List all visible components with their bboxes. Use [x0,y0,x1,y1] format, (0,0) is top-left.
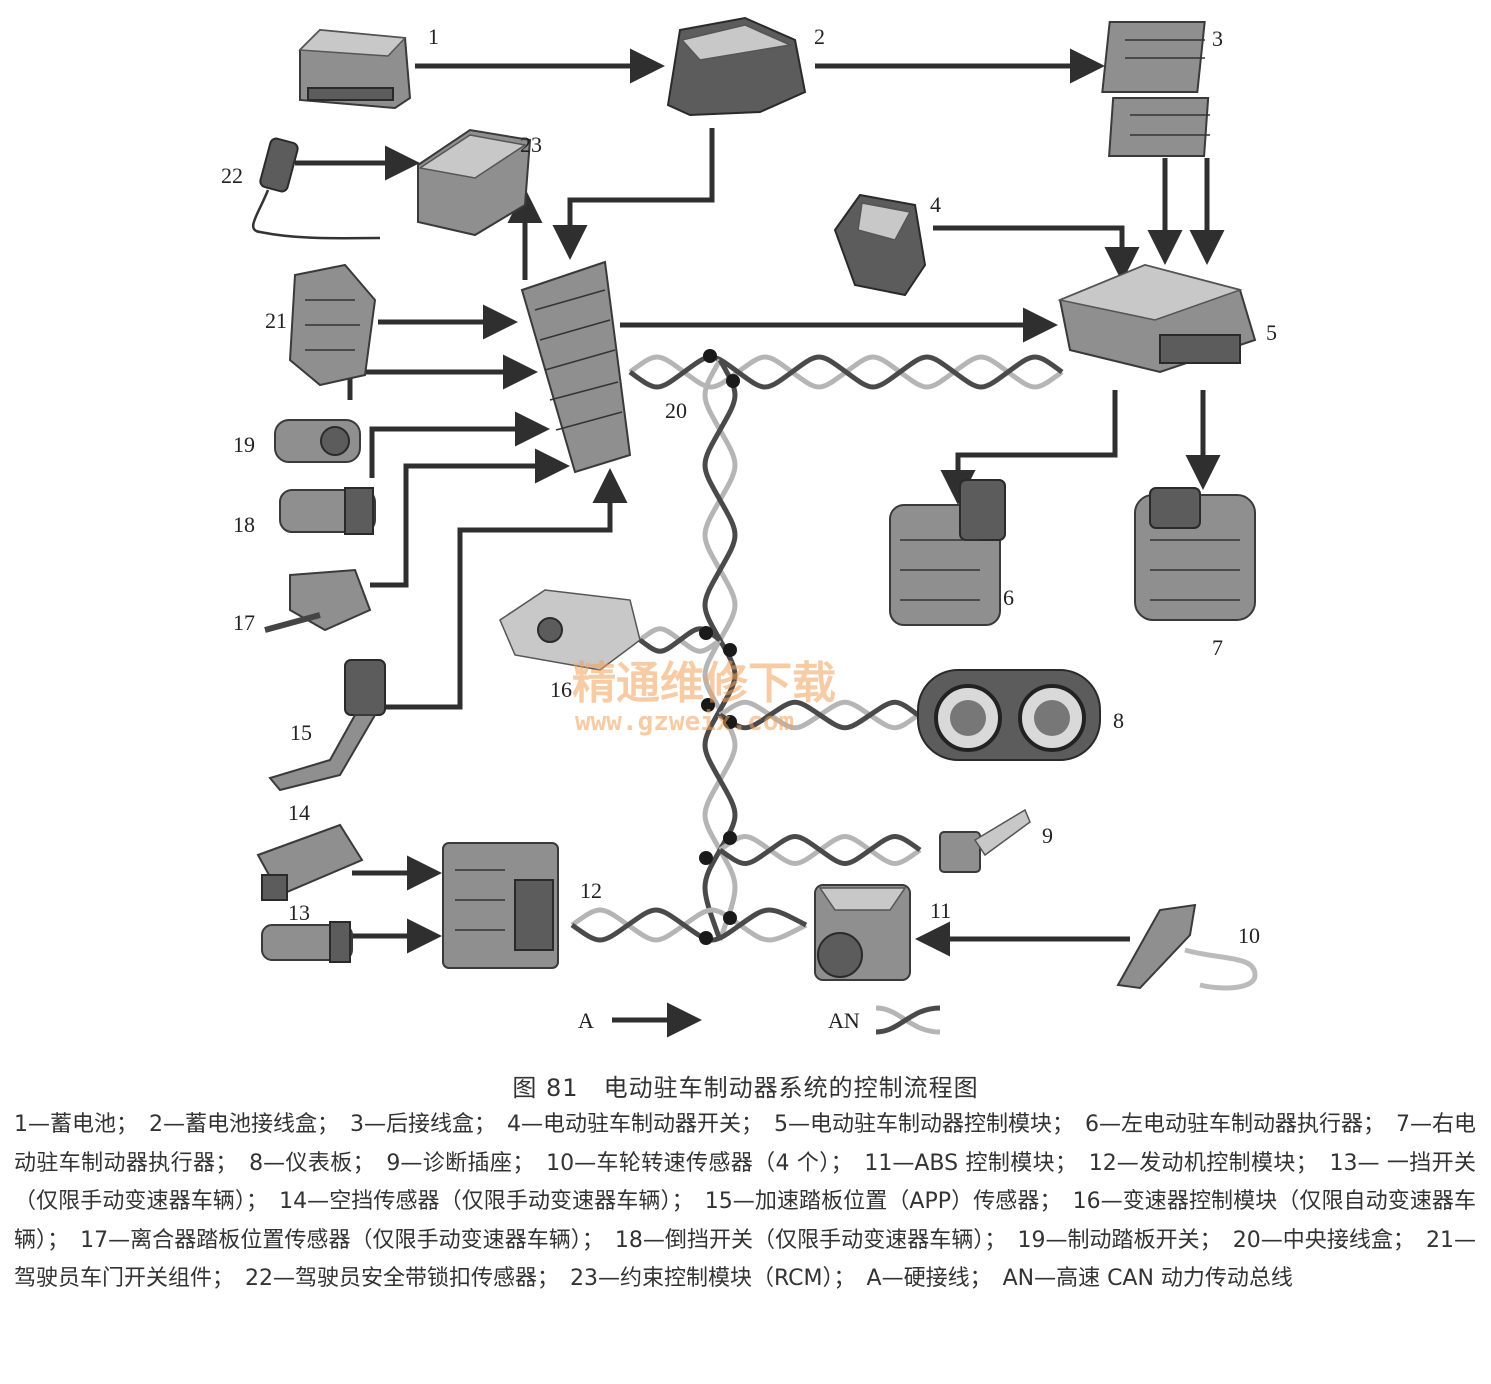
label-23: 23 [520,132,542,157]
label-3: 3 [1212,26,1223,51]
wheel-speed-sensor-icon [1116,903,1258,991]
rear-junction-box-icon [1101,21,1210,157]
central-junction-box-icon [520,260,632,474]
label-1: 1 [428,24,439,49]
control-flow-diagram: 1 2 3 4 5 6 7 8 9 10 11 12 13 14 15 16 1… [221,16,1277,1038]
label-11: 11 [930,898,951,923]
legend-can-label: AN [828,1008,860,1033]
neutral-sensor-icon [256,823,364,901]
figure-caption-title: 图 81 电动驻车制动器系统的控制流程图 [512,1074,979,1102]
label-22: 22 [221,163,243,188]
battery-icon [298,28,412,110]
brake-pedal-switch-icon [274,419,361,463]
label-18: 18 [233,512,255,537]
label-8: 8 [1113,708,1124,733]
driver-door-switch-icon [288,263,377,387]
label-2: 2 [814,24,825,49]
instrument-cluster-icon [917,669,1101,761]
label-10: 10 [1238,923,1260,948]
label-15: 15 [290,720,312,745]
label-6: 6 [1003,585,1014,610]
figure-caption-legend: 1—蓄电池； 2—蓄电池接线盒； 3—后接线盒； 4—电动驻车制动器开关； 5—… [14,1112,1476,1291]
transmission-module-icon [499,589,641,671]
first-gear-switch-icon [261,921,353,963]
legend: A AN [578,1002,941,1038]
accelerator-pedal-icon [268,659,386,792]
component-labels: 1 2 3 4 5 6 7 8 9 10 11 12 13 14 15 16 1… [221,24,1277,948]
battery-junction-box-icon [666,16,807,117]
label-14: 14 [288,800,310,825]
label-21: 21 [265,308,287,333]
label-9: 9 [1042,823,1053,848]
diagnostic-socket-icon [939,808,1031,873]
label-4: 4 [930,192,941,217]
label-16: 16 [550,677,572,702]
legend-can-symbol [875,1005,941,1035]
label-13: 13 [288,900,310,925]
reverse-switch-icon [279,487,376,535]
left-actuator-icon [889,479,1006,626]
label-7: 7 [1212,635,1223,660]
abs-module-icon [814,884,911,981]
label-5: 5 [1266,320,1277,345]
clutch-pedal-sensor-icon [264,568,372,633]
label-12: 12 [580,878,602,903]
legend-hardwire-label: A [578,1008,594,1033]
seatbelt-buckle-sensor-icon [252,137,381,240]
parking-brake-module-icon [1057,263,1257,374]
label-19: 19 [233,432,255,457]
label-20: 20 [665,398,687,423]
right-actuator-icon [1134,487,1256,621]
engine-control-module-icon [442,842,559,969]
parking-brake-switch-icon [833,193,927,297]
label-17: 17 [233,610,255,635]
restraint-module-icon [417,128,532,237]
can-bus [570,349,1064,945]
